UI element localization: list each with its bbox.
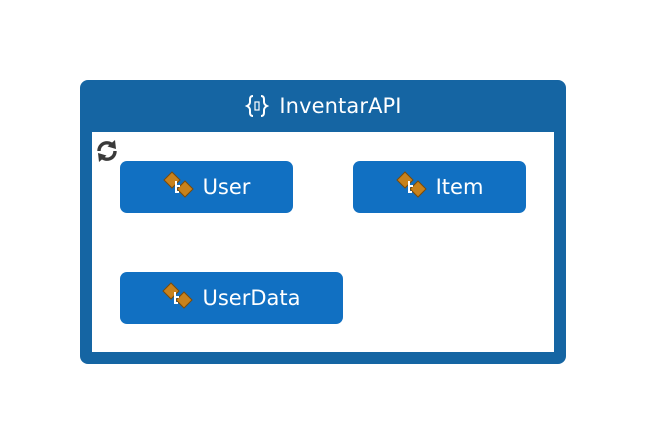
class-icon (162, 282, 194, 309)
class-label-user: User (202, 175, 251, 199)
class-node-user[interactable]: User (120, 161, 293, 213)
namespace-braces-icon (245, 95, 270, 117)
class-node-item[interactable]: Item (353, 161, 526, 213)
namespace-container[interactable]: InventarAPI User Item (80, 80, 566, 364)
class-icon (395, 171, 427, 198)
class-label-userdata: UserData (202, 286, 301, 310)
namespace-title: InventarAPI (279, 94, 402, 118)
refresh-icon[interactable] (94, 138, 120, 164)
class-icon (162, 171, 194, 198)
namespace-header: InventarAPI (80, 80, 566, 132)
namespace-body: User Item UserData (92, 132, 554, 352)
class-label-item: Item (435, 175, 484, 199)
class-node-userdata[interactable]: UserData (120, 272, 343, 324)
